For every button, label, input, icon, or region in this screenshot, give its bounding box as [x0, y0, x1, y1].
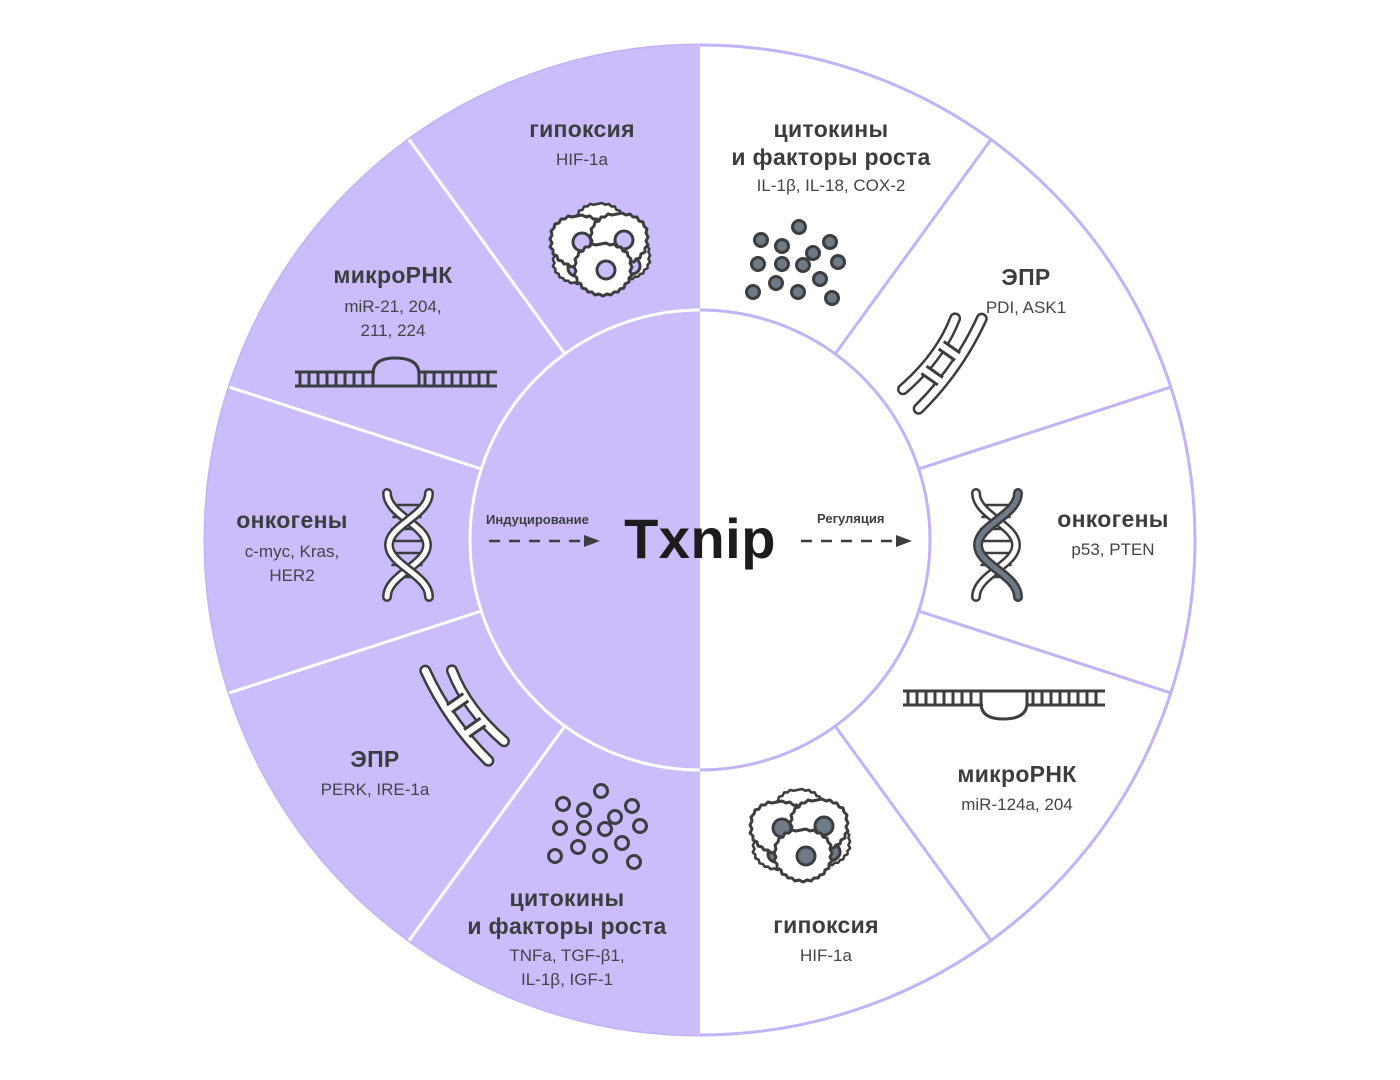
- inner-circle-right: [699, 308, 932, 772]
- right-sector-cytokines: цитокины и факторы роста IL-1β, IL-18, C…: [731, 115, 930, 197]
- sector-divider: [918, 609, 1172, 695]
- sector-subtitle-line: HER2: [269, 566, 315, 585]
- sector-divider: [918, 385, 1172, 471]
- sector-subtitle: HIF-1a: [556, 150, 608, 169]
- cytokine-dot: [576, 820, 592, 836]
- sector-subtitle-line: 211, 224: [360, 321, 426, 340]
- cytokine-dot: [822, 234, 838, 250]
- sector-divider: [228, 609, 482, 695]
- sector-title-line: и факторы роста: [731, 144, 931, 170]
- left-sector-cytokines: цитокины и факторы роста TNFa, TGF-β1, I…: [467, 884, 666, 992]
- cytokine-dots-icon: [745, 219, 846, 306]
- cytokine-dot: [597, 821, 613, 837]
- cytokine-dot: [745, 284, 761, 300]
- center-title-txnip: Txnip: [624, 507, 776, 571]
- cytokine-dot: [750, 256, 766, 272]
- cytokine-dot: [570, 839, 586, 855]
- sector-divider: [407, 725, 567, 942]
- sector-divider: [833, 138, 993, 355]
- dna-helix-icon: [382, 488, 434, 602]
- sector-title: микроРНК: [333, 262, 453, 288]
- left-sector-oncogenes: онкогены c-myc, Kras, HER2: [236, 506, 348, 588]
- cytokine-dot: [592, 848, 608, 864]
- sector-title-line: цитокины: [773, 116, 889, 142]
- sector-subtitle: p53, PTEN: [1071, 540, 1155, 559]
- induction-label: Индуцирование: [486, 512, 589, 527]
- rna-duplex-icon: [903, 689, 1105, 721]
- cytokine-dot: [805, 245, 821, 261]
- sector-title: микроРНК: [957, 761, 1077, 787]
- cell-cluster-icon: [748, 787, 852, 884]
- left-half-induction-region: [205, 45, 700, 1035]
- cytokine-dot: [812, 271, 828, 287]
- cytokine-dot: [774, 256, 790, 272]
- sector-subtitle: HIF-1a: [800, 946, 852, 965]
- endoplasmic-reticulum-icon: [897, 312, 988, 415]
- right-sector-hypoxia: гипоксия HIF-1a: [773, 911, 879, 967]
- left-sector-microrna: микроРНК miR-21, 204, 211, 224: [333, 261, 452, 343]
- cytokine-dot: [795, 257, 811, 273]
- sector-title: гипоксия: [529, 116, 635, 142]
- sector-subtitle: PERK, IRE-1a: [320, 780, 430, 799]
- sector-title-line: и факторы роста: [467, 913, 667, 939]
- sector-title: ЭПР: [350, 746, 400, 772]
- sector-subtitle-line: c-myc, Kras,: [244, 542, 340, 561]
- sector-divider: [228, 385, 482, 471]
- sector-subtitle-line: miR-21, 204,: [344, 297, 442, 316]
- cytokine-dot: [626, 854, 642, 870]
- cytokine-dot: [774, 238, 790, 254]
- cytokine-dot: [547, 848, 563, 864]
- cytokine-dot: [614, 835, 630, 851]
- rna-duplex-icon: [295, 356, 497, 388]
- sector-title: онкогены: [236, 507, 348, 533]
- cytokine-dot: [552, 820, 568, 836]
- regulation-label: Регуляция: [817, 511, 885, 526]
- right-sector-microrna: микроРНК miR-124a, 204: [957, 760, 1076, 816]
- sector-subtitle: miR-124a, 204: [961, 795, 1073, 814]
- cytokine-dots-icon: [547, 783, 648, 870]
- cytokine-dot: [830, 254, 846, 270]
- dna-helix-icon: [971, 488, 1023, 602]
- cytokine-dot: [768, 275, 784, 291]
- left-sector-hypoxia: гипоксия HIF-1a: [529, 115, 635, 171]
- regulation-arrow: [801, 535, 912, 547]
- sector-title: онкогены: [1057, 506, 1169, 532]
- sector-subtitle: PDI, ASK1: [985, 298, 1067, 317]
- sector-title: гипоксия: [773, 912, 879, 938]
- induction-arrow: [489, 535, 600, 547]
- cytokine-dot: [791, 219, 807, 235]
- cytokine-dot: [824, 290, 840, 306]
- sector-title-line: цитокины: [509, 885, 625, 911]
- sector-title: ЭПР: [1001, 264, 1051, 290]
- cytokine-dot: [593, 783, 609, 799]
- sector-subtitle-line: TNFa, TGF-β1,: [509, 946, 625, 965]
- right-sector-oncogenes: онкогены p53, PTEN: [1057, 505, 1169, 561]
- cytokine-dot: [624, 798, 640, 814]
- cell-cluster-icon: [548, 201, 652, 298]
- endoplasmic-reticulum-icon: [419, 664, 510, 767]
- sector-divider: [407, 138, 567, 355]
- sector-subtitle-line: IL-1β, IGF-1: [521, 970, 613, 989]
- cytokine-dot: [753, 232, 769, 248]
- right-sector-er: ЭПР PDI, ASK1: [986, 263, 1066, 319]
- sector-divider: [833, 725, 993, 942]
- cytokine-dot: [607, 809, 623, 825]
- sector-subtitle: IL-1β, IL-18, COX-2: [756, 176, 906, 195]
- cytokine-dot: [632, 818, 648, 834]
- left-sector-er: ЭПР PERK, IRE-1a: [321, 745, 430, 801]
- cytokine-dot: [576, 802, 592, 818]
- cytokine-dot: [555, 796, 571, 812]
- cytokine-dot: [790, 284, 806, 300]
- sector-dividers: [228, 138, 1172, 942]
